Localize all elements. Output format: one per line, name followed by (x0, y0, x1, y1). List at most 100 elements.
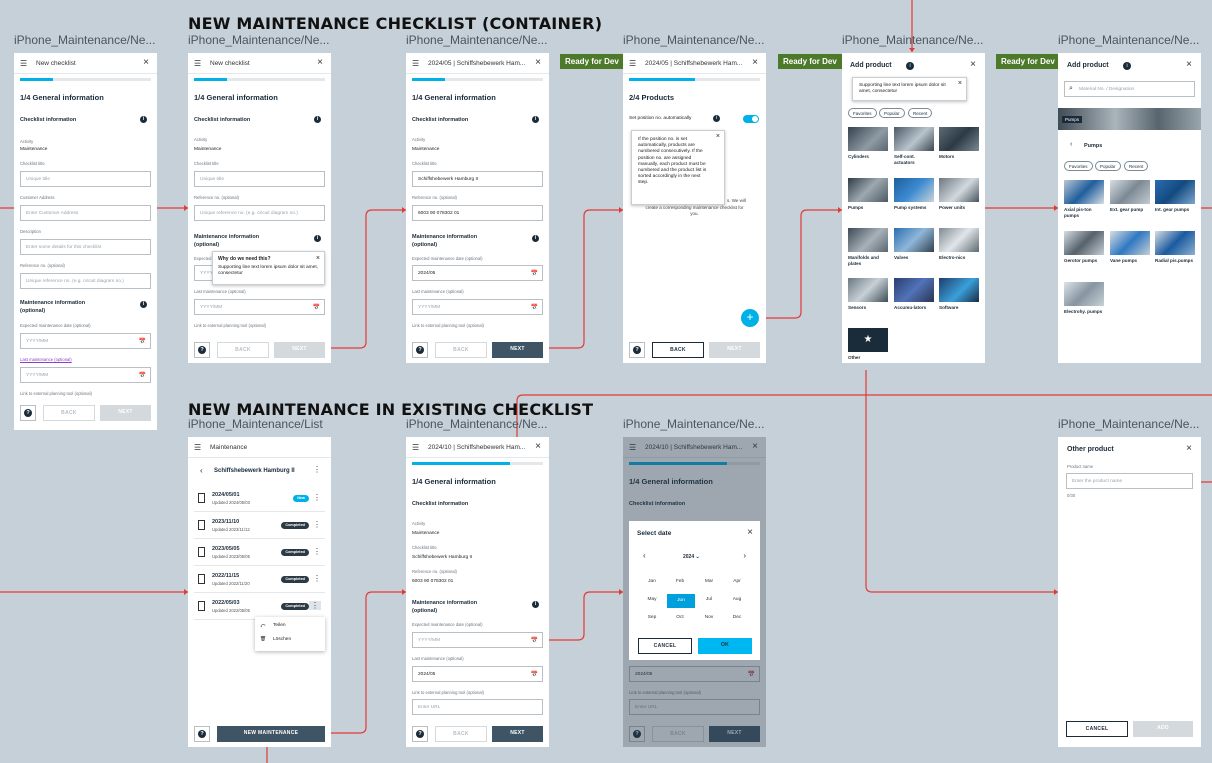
tile-int-gear-pumps[interactable]: Int. gear pumps (1155, 180, 1195, 213)
frame-label-9[interactable]: iPhone_Maintenance/Ne... (623, 417, 765, 431)
more-icon[interactable]: ⋮ (313, 465, 321, 474)
tile-accumulators[interactable]: Accumu-lators (894, 278, 934, 311)
back-button[interactable]: BACK (652, 342, 704, 358)
tile-pump-systems[interactable]: Pump systems (894, 178, 934, 211)
calendar-icon[interactable]: 📅 (530, 638, 538, 644)
next-button[interactable]: NEXT (100, 405, 151, 421)
close-icon[interactable]: × (752, 441, 758, 452)
back-button[interactable]: BACK (43, 405, 95, 421)
chip-favorites[interactable]: Favorites (1064, 161, 1093, 171)
back-category-label[interactable]: Pumps (1084, 143, 1103, 149)
tile-cylinders[interactable]: Cylinders (848, 127, 888, 160)
year-select[interactable]: 2024 ⌄ (683, 554, 700, 560)
tile-software[interactable]: Software (939, 278, 979, 311)
tile-electrohy-pumps[interactable]: Electrohy. pumps (1064, 282, 1104, 315)
more-icon[interactable]: ⋮ (313, 574, 321, 583)
month-jan[interactable]: Jan (648, 579, 656, 584)
list-item[interactable]: 2022/11/15 Updated 2022/11/20 Completed … (194, 568, 325, 593)
reference-input[interactable]: 6003 90 078302 01 (412, 205, 543, 221)
close-icon[interactable]: × (535, 57, 541, 68)
help-button[interactable]: ? (412, 726, 428, 742)
calendar-icon[interactable]: 📅 (138, 339, 146, 345)
calendar-icon[interactable]: 📅 (530, 305, 538, 311)
next-button[interactable]: NEXT (492, 342, 543, 358)
chevron-left-icon[interactable]: ‹ (643, 551, 646, 560)
next-button[interactable]: NEXT (709, 342, 760, 358)
info-icon[interactable]: i (140, 301, 147, 308)
tile-radial-piston-pumps[interactable]: Radial pis.pumps (1155, 231, 1195, 264)
checklist-title-input[interactable]: Unique title (194, 171, 325, 187)
month-oct[interactable]: Oct (676, 615, 684, 620)
tile-manifolds[interactable]: Manifolds and plates (848, 228, 888, 266)
frame-label-1[interactable]: iPhone_Maintenance/Ne... (14, 33, 156, 47)
chip-recent[interactable]: Recent (908, 108, 933, 118)
help-button[interactable]: ? (629, 342, 645, 358)
frame-label-8[interactable]: iPhone_Maintenance/Ne... (406, 417, 548, 431)
add-product-fab[interactable]: + (741, 309, 759, 327)
close-icon[interactable]: × (970, 59, 976, 70)
close-icon[interactable]: × (957, 80, 962, 87)
tile-pumps[interactable]: Pumps (848, 178, 888, 211)
last-maintenance-input[interactable]: YYYY/MM📅 (194, 299, 325, 315)
info-icon[interactable]: i (532, 601, 539, 608)
close-icon[interactable]: × (315, 255, 320, 262)
expected-date-input[interactable]: YYYY/MM📅 (20, 333, 151, 349)
info-icon[interactable]: i (713, 115, 720, 122)
month-nov[interactable]: Nov (704, 615, 714, 620)
month-aug[interactable]: Aug (732, 597, 742, 602)
list-item[interactable]: 2023/11/10 Updated 2023/11/12 Completed … (194, 514, 325, 539)
tile-self-contained-actuators[interactable]: Self-cont. actuators (894, 127, 934, 165)
reference-input[interactable]: Unique reference no. (e.g. circuit diagr… (20, 273, 151, 289)
close-icon[interactable]: × (535, 441, 541, 452)
info-icon[interactable]: i (140, 116, 147, 123)
month-jul[interactable]: Jul (705, 597, 713, 602)
last-maintenance-input[interactable]: YYYY/MM📅 (412, 299, 543, 315)
tile-valves[interactable]: Valves (894, 228, 934, 261)
help-button[interactable]: ? (412, 342, 428, 358)
cancel-button[interactable]: CANCEL (1066, 721, 1128, 737)
checklist-title-input[interactable]: Schiffshebewerk Hamburg II (412, 171, 543, 187)
help-button[interactable]: ? (194, 342, 210, 358)
set-position-toggle[interactable] (743, 115, 759, 123)
tile-other[interactable]: ★Other (848, 328, 888, 361)
tile-power-units[interactable]: Power units (939, 178, 979, 211)
help-button[interactable]: ? (20, 405, 36, 421)
tile-gerotor-pumps[interactable]: Gerotor pumps (1064, 231, 1104, 264)
last-maintenance-input[interactable]: 2024/05📅 (412, 666, 543, 682)
month-feb[interactable]: Feb (675, 579, 685, 584)
more-icon[interactable]: ⋮ (313, 547, 321, 556)
back-button[interactable]: BACK (435, 726, 487, 742)
info-icon[interactable]: i (314, 235, 321, 242)
frame-label-2[interactable]: iPhone_Maintenance/Ne... (188, 33, 330, 47)
description-input[interactable]: Enter some details for this checklist (20, 239, 151, 255)
help-button[interactable]: ? (629, 726, 645, 742)
chip-recent[interactable]: Recent (1124, 161, 1149, 171)
expected-date-input[interactable]: 2024/05📅 (412, 265, 543, 281)
frame-label-5[interactable]: iPhone_Maintenance/Ne... (842, 33, 984, 47)
search-input[interactable]: Material No. / Designation (1064, 81, 1195, 97)
chip-popular[interactable]: Popular (879, 108, 905, 118)
menu-item-delete[interactable]: Löschen (273, 637, 292, 642)
ok-button[interactable]: OK (698, 638, 752, 654)
tile-sensors[interactable]: Sensors (848, 278, 888, 311)
next-button[interactable]: NEXT (274, 342, 325, 358)
expected-date-input[interactable]: YYYY/MM📅 (412, 632, 543, 648)
close-icon[interactable]: × (715, 133, 720, 140)
next-button[interactable]: NEXT (709, 726, 760, 742)
close-icon[interactable]: × (143, 57, 149, 68)
calendar-icon[interactable]: 📅 (312, 305, 320, 311)
url-input[interactable]: Enter URL (412, 699, 543, 715)
back-button[interactable]: BACK (217, 342, 269, 358)
chip-popular[interactable]: Popular (1095, 161, 1121, 171)
close-icon[interactable]: × (317, 57, 323, 68)
frame-label-7[interactable]: iPhone_Maintenance/List (188, 417, 323, 431)
info-icon[interactable]: i (532, 116, 539, 123)
back-button[interactable]: BACK (652, 726, 704, 742)
calendar-icon[interactable]: 📅 (530, 271, 538, 277)
frame-label-4[interactable]: iPhone_Maintenance/Ne... (623, 33, 765, 47)
frame-label-3[interactable]: iPhone_Maintenance/Ne... (406, 33, 548, 47)
calendar-icon[interactable]: 📅 (530, 672, 538, 678)
tile-vane-pumps[interactable]: Vane pumps (1110, 231, 1150, 264)
tile-ext-gear-pump[interactable]: Ext. gear pump (1110, 180, 1150, 213)
month-mar[interactable]: Mar (704, 579, 714, 584)
